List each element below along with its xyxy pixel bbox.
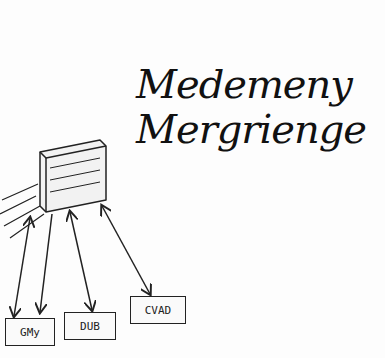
sketch-title: Medemeny Mergrienge xyxy=(136,62,385,152)
sketch-hand xyxy=(0,184,44,238)
arrow-line xyxy=(14,218,30,316)
box-label: CVAD xyxy=(145,304,172,317)
arrow-line xyxy=(40,214,52,312)
box-label: DUB xyxy=(80,320,100,333)
stack-edge xyxy=(40,146,106,158)
sketch-box: GMy xyxy=(5,318,55,346)
arrow-line xyxy=(102,206,150,294)
stack-box xyxy=(40,140,106,212)
stack-edge xyxy=(45,158,47,212)
box-label: GMy xyxy=(20,326,40,339)
sketch-box: CVAD xyxy=(130,296,186,324)
arrow-line xyxy=(70,212,92,310)
sketch-box: DUB xyxy=(64,312,116,340)
stack-lines xyxy=(50,158,100,192)
